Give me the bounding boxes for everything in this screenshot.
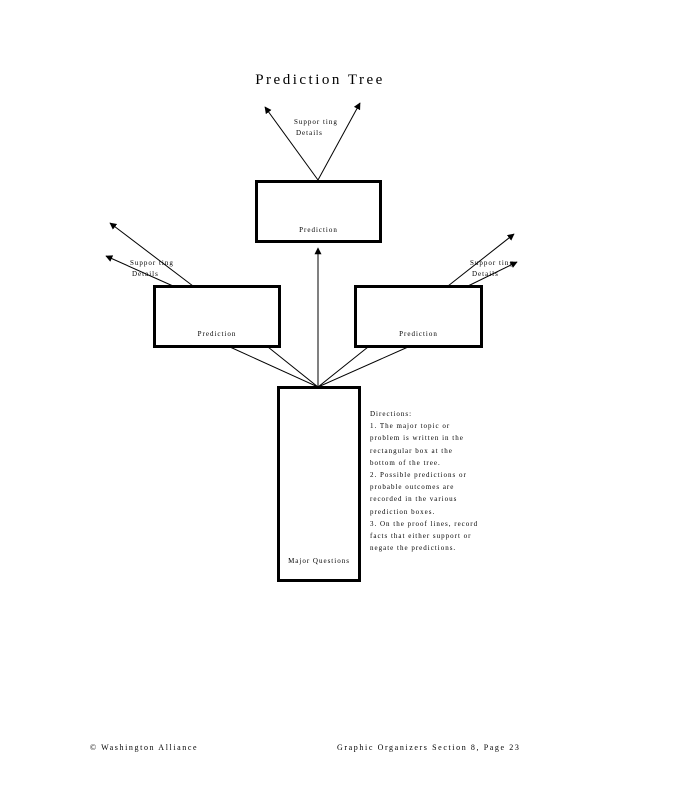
prediction-box-left-label: Prediction — [197, 330, 237, 338]
footer-page-info: Graphic Organizers Section 8, Page 23 — [337, 743, 521, 752]
right-supporting-details: Suppor ting Details — [470, 258, 514, 280]
top-supporting-details: Suppor ting Details — [294, 117, 338, 139]
directions-line: problem is written in the — [370, 434, 464, 443]
prediction-box-top-label: Prediction — [299, 226, 338, 234]
directions-line: 3. On the proof lines, record — [370, 519, 479, 528]
prediction-box-right: Prediction — [354, 285, 483, 348]
branch-line-right-outer — [317, 346, 409, 388]
proof-line-left-lower — [105, 255, 174, 287]
right-supporting-line-1: Suppor ting — [470, 259, 514, 267]
top-supporting-line-2: Details — [296, 129, 323, 137]
left-supporting-details: Suppor ting Details — [130, 258, 174, 280]
diagram-title: Prediction Tree — [255, 72, 385, 88]
proof-line-top-right — [317, 102, 361, 181]
branch-line-left-inner — [267, 346, 319, 388]
proof-line-left-upper — [109, 222, 194, 287]
major-questions-label: Major Questions — [288, 557, 350, 565]
prediction-box-top: Prediction — [255, 180, 382, 243]
branch-line-right-inner — [317, 346, 369, 388]
footer-copyright: © Washington Alliance — [90, 743, 199, 752]
left-supporting-line-1: Suppor ting — [130, 259, 174, 267]
directions-line: facts that either support or — [370, 532, 472, 541]
directions-line: 2. Possible predictions or — [370, 471, 467, 480]
prediction-box-left: Prediction — [153, 285, 281, 348]
directions-line: probable outcomes are — [370, 483, 455, 492]
directions-line: recorded in the various — [370, 495, 458, 504]
branch-line-left-outer — [229, 346, 319, 388]
directions-line: 1. The major topic or — [370, 422, 451, 431]
top-supporting-line-1: Suppor ting — [294, 118, 338, 126]
proof-line-right-lower — [467, 261, 518, 287]
directions-line: Directions: — [370, 410, 413, 418]
left-supporting-line-2: Details — [132, 270, 159, 278]
major-questions-box: Major Questions — [277, 386, 361, 582]
proof-line-right-upper — [447, 233, 515, 287]
prediction-box-right-label: Prediction — [399, 330, 438, 338]
proof-line-top-left — [264, 106, 319, 181]
directions-line: rectangular box at the — [370, 446, 453, 455]
directions-line: bottom of the tree. — [370, 458, 441, 467]
directions-line: negate the predictions. — [370, 544, 457, 553]
directions-line: prediction boxes. — [370, 507, 436, 516]
right-supporting-line-2: Details — [472, 270, 499, 278]
directions-text: Directions: 1. The major topic or proble… — [370, 408, 490, 554]
